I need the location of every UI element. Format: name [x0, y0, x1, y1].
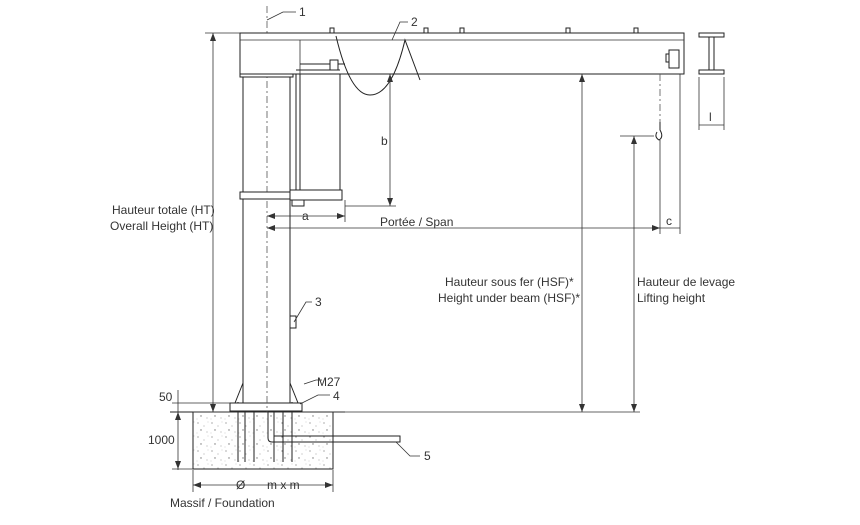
- callout-3: 3: [315, 295, 322, 309]
- column: [242, 74, 291, 404]
- dim-c-label: c: [666, 214, 672, 228]
- base-plate: [229, 402, 303, 412]
- conduit-pipe: [267, 392, 401, 443]
- dim-1000-label: 1000: [148, 433, 175, 447]
- electrical-box: [289, 315, 297, 329]
- callout-m27: M27: [317, 375, 341, 389]
- dim-a-label: a: [302, 209, 309, 223]
- hsf-en: Height under beam (HSF)*: [438, 291, 580, 305]
- dim-l-label: l: [709, 110, 712, 124]
- callout-1: 1: [299, 5, 306, 19]
- callout-4: 4: [333, 389, 340, 403]
- diameter-symbol: Ø: [236, 478, 245, 492]
- hsf-fr: Hauteur sous fer (HSF)*: [445, 275, 574, 289]
- controller: [289, 189, 343, 201]
- hook: [655, 122, 663, 141]
- overall-height-fr: Hauteur totale (HT): [112, 203, 215, 217]
- foundation-label: Massif / Foundation: [170, 496, 275, 510]
- lifting-height-fr: Hauteur de levage: [637, 275, 735, 289]
- overall-height-en: Overall Height (HT): [110, 219, 213, 233]
- span-label: Portée / Span: [380, 215, 453, 229]
- lower-bearing: [239, 191, 294, 200]
- dim-b-label: b: [381, 134, 388, 148]
- dim-50-label: 50: [159, 390, 173, 404]
- lifting-height-en: Lifting height: [637, 291, 706, 305]
- foundation-block: [192, 411, 334, 470]
- dim-mxm-label: m x m: [267, 478, 300, 492]
- end-stop: [668, 49, 680, 69]
- cable-festoon: [335, 35, 421, 96]
- callout-5: 5: [424, 449, 431, 463]
- callout-2: 2: [411, 15, 418, 29]
- jib-arm: [239, 32, 685, 75]
- i-beam-profile: [698, 32, 725, 75]
